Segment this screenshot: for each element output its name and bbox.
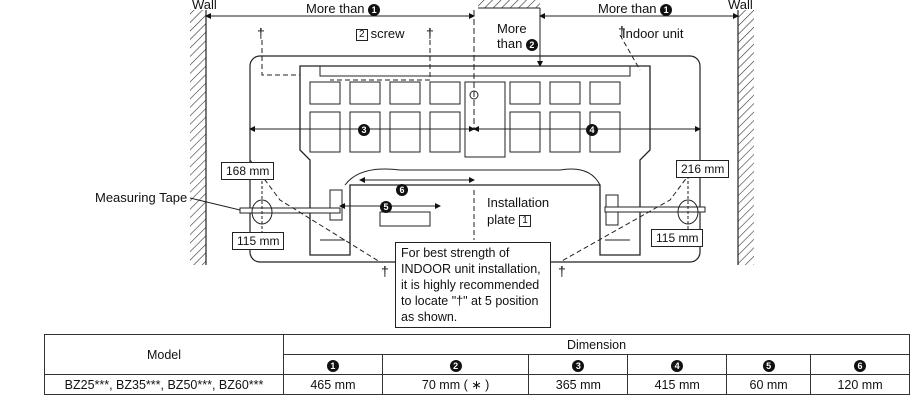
indoor-unit-outline — [249, 55, 701, 263]
wall-label-right: Wall — [728, 0, 753, 12]
dimension-label-more-than-1-left: More than 1 — [306, 1, 381, 16]
indoor-unit-label: Indoor unit — [622, 26, 684, 41]
value-cell-2: 70 mm ( ∗ ) — [381, 374, 530, 395]
table-row: BZ25***, BZ35***, BZ50***, BZ60*** 465 m… — [44, 374, 910, 395]
measuring-tape-left — [239, 207, 341, 214]
column-header-2: 2 — [381, 354, 530, 375]
dimension-box-115-left: 115 mm — [232, 232, 285, 250]
value-cell-6: 120 mm — [810, 374, 910, 395]
installation-diagram: † † † † † † † — [189, 0, 754, 306]
svg-text:†: † — [558, 263, 566, 279]
svg-text:†: † — [426, 25, 434, 41]
installation-plate — [299, 65, 651, 256]
wall-label-left: Wall — [192, 0, 217, 12]
measuring-tape-right — [604, 206, 706, 213]
column-header-1: 1 — [283, 354, 383, 375]
model-header: Model — [44, 334, 284, 375]
dimension-box-115-right: 115 mm — [651, 229, 704, 247]
svg-text:†: † — [381, 263, 389, 279]
dimension-header: Dimension — [283, 334, 910, 355]
column-header-5: 5 — [726, 354, 812, 375]
dimension-table: Model Dimension 1 2 3 4 5 6 BZ25***, BZ3… — [44, 334, 910, 395]
column-header-6: 6 — [810, 354, 910, 375]
value-cell-5: 60 mm — [726, 374, 812, 395]
installation-note: For best strength of INDOOR unit install… — [395, 242, 551, 328]
column-header-4: 4 — [627, 354, 728, 375]
dimension-label-more-than-2: More than 2 — [497, 21, 538, 51]
marker-4: 4 — [586, 121, 598, 136]
ceiling — [478, 0, 540, 8]
dimension-box-168: 168 mm — [221, 162, 275, 180]
value-cell-3: 365 mm — [528, 374, 629, 395]
svg-text:†: † — [257, 25, 265, 41]
column-header-3: 3 — [528, 354, 629, 375]
value-cell-1: 465 mm — [283, 374, 383, 395]
marker-6: 6 — [396, 181, 408, 196]
dimension-label-more-than-1-right: More than 1 — [598, 1, 673, 16]
measuring-tape-label: Measuring Tape — [95, 190, 188, 205]
marker-3: 3 — [358, 121, 370, 136]
svg-text:†: † — [618, 23, 626, 39]
model-cell: BZ25***, BZ35***, BZ50***, BZ60*** — [44, 374, 284, 395]
left-wall — [190, 10, 206, 265]
right-wall — [738, 10, 754, 265]
marker-5: 5 — [380, 198, 392, 213]
value-cell-4: 415 mm — [627, 374, 728, 395]
dimension-box-216: 216 mm — [676, 160, 730, 178]
plate-grid — [309, 81, 630, 241]
